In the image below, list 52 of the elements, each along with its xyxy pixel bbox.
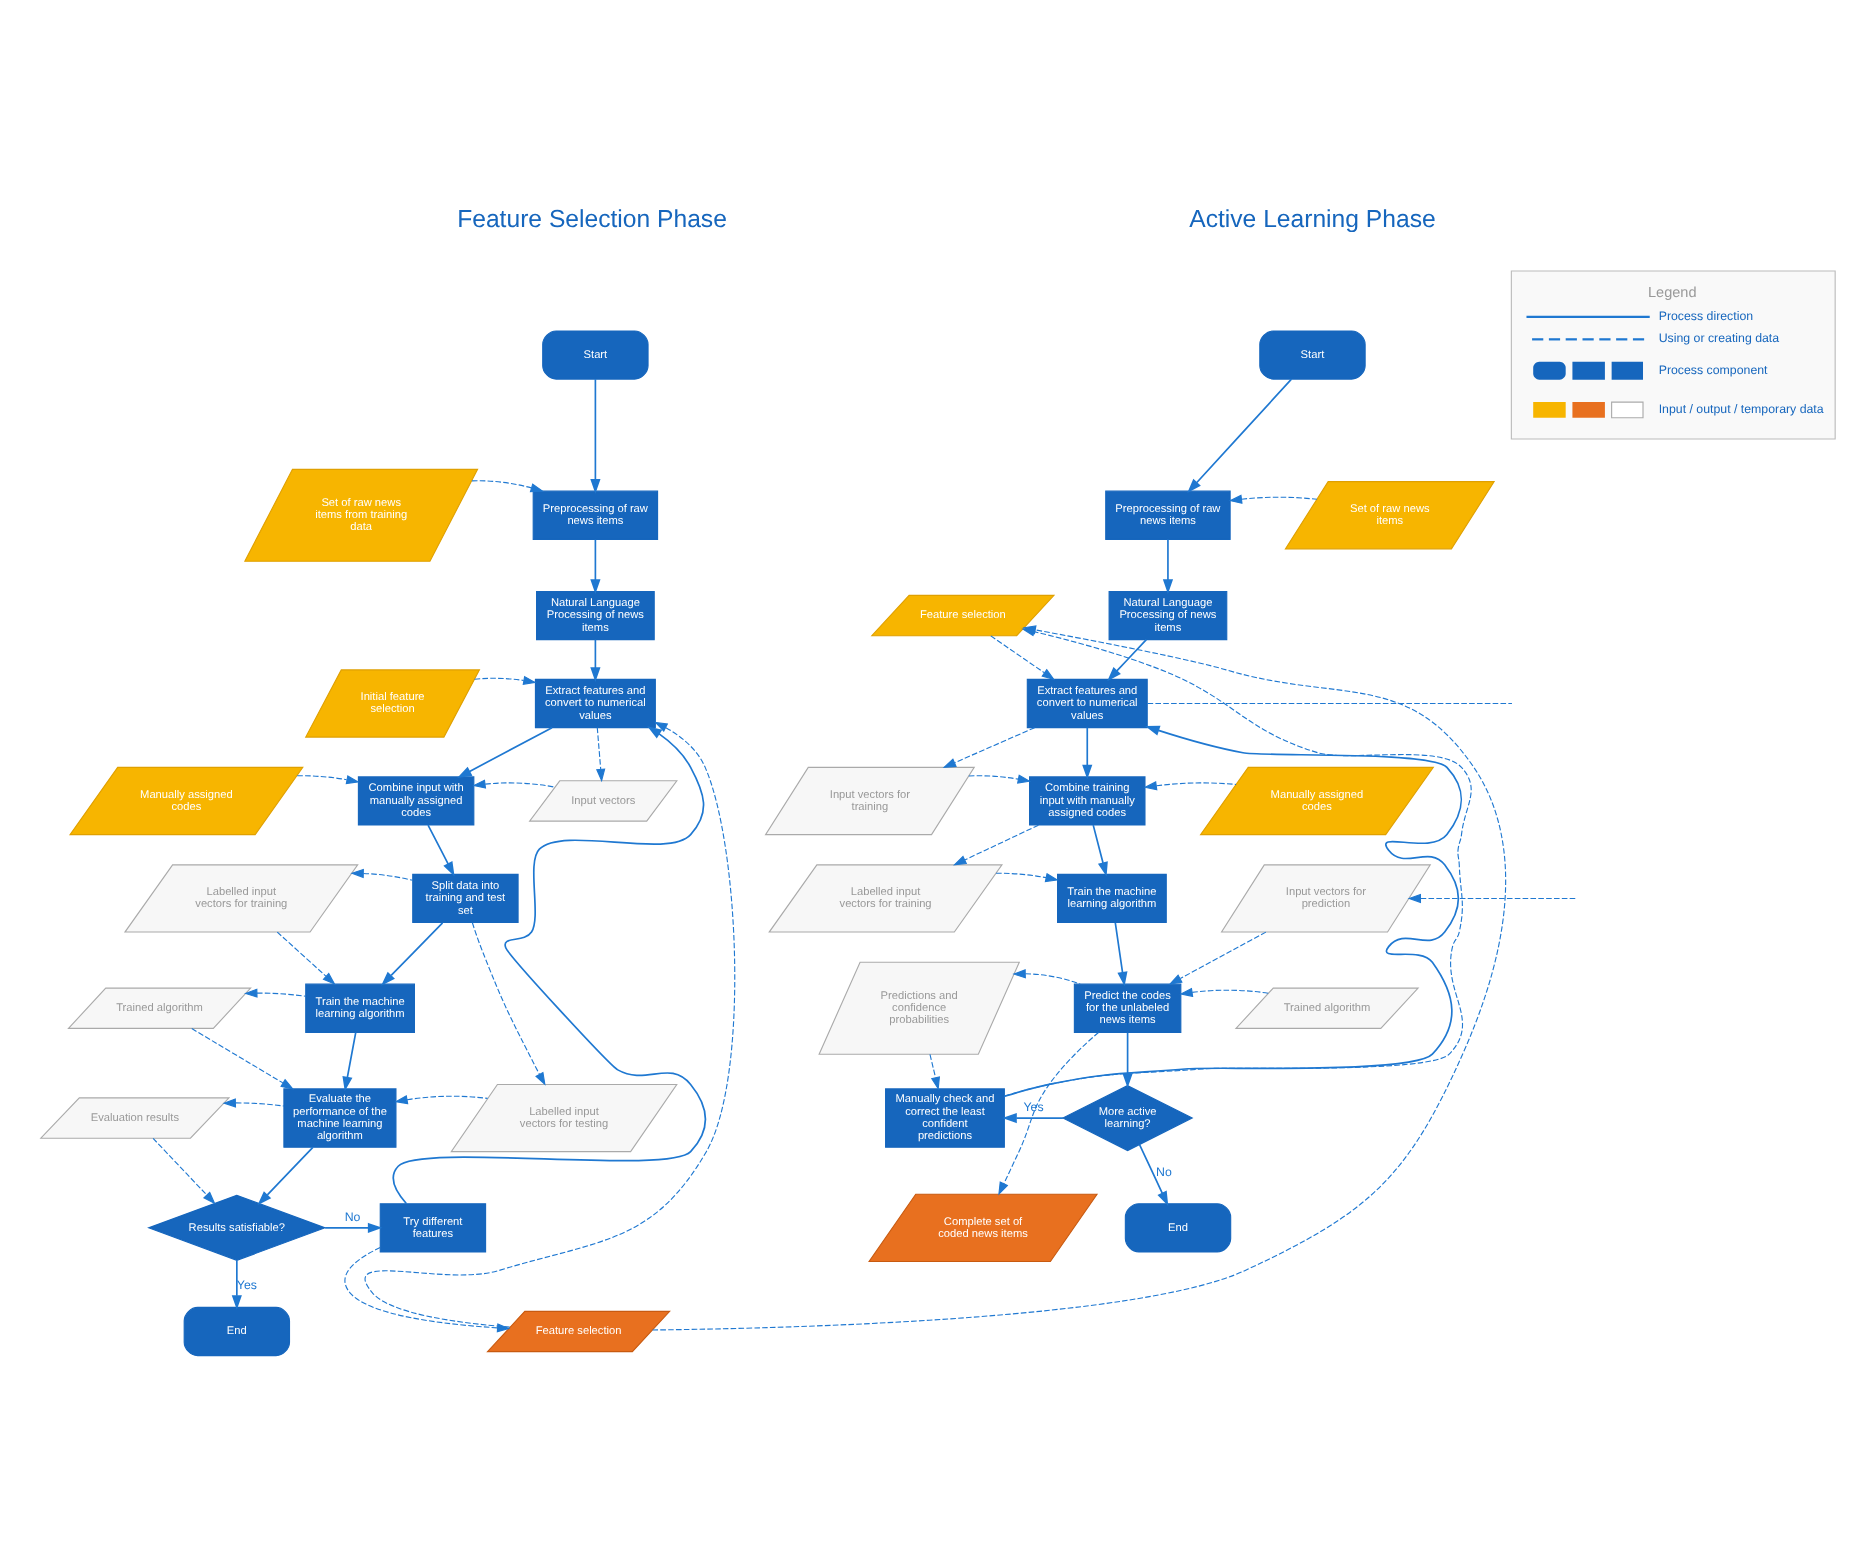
arrow [589,537,600,593]
arrow [997,1030,1098,1195]
arrow [589,377,600,493]
arrow [1137,1142,1168,1205]
arrow [470,479,543,492]
arrow [1091,823,1107,876]
connector [1146,701,1512,704]
arrow [230,1258,241,1309]
arrow [941,726,1035,767]
arrow [1161,537,1173,593]
arrow [1142,780,1236,790]
arrow [470,921,545,1085]
arrow [1081,725,1092,779]
arrow [1106,637,1147,681]
arrow [391,725,706,1204]
arrow [380,921,443,985]
arrow [471,778,555,788]
arrow [343,1246,510,1332]
arrow [1167,930,1266,984]
arrow [243,987,306,997]
arrow [589,637,600,681]
arrow [1178,986,1268,997]
arrow [1002,724,1462,1097]
arrow [994,871,1058,882]
arrow [256,1145,313,1205]
label: Feature Selection Phase [456,203,726,232]
arrow [363,720,735,1327]
arrow [295,774,359,784]
arrow [426,823,454,876]
arrow [989,634,1055,680]
arrow [221,1097,284,1107]
arrow [1227,493,1317,503]
arrow [1121,1030,1132,1087]
arrow [275,930,335,985]
arrow [151,1136,215,1204]
arrow [1406,892,1576,903]
arrow [928,1052,940,1090]
arrow [393,1094,488,1104]
arrow [1186,377,1292,492]
arrow [323,1221,382,1232]
arrow [594,726,605,782]
arrow [1113,921,1127,986]
arrow [1011,968,1080,984]
arrow [190,1027,294,1089]
arrow [341,1030,356,1091]
label: Active Learning Phase [1188,203,1435,232]
arrow [1001,1111,1063,1123]
arrow [967,773,1031,783]
arrow [952,823,1038,865]
arrow [456,725,552,778]
arrow [349,867,413,880]
arrow [473,674,536,685]
